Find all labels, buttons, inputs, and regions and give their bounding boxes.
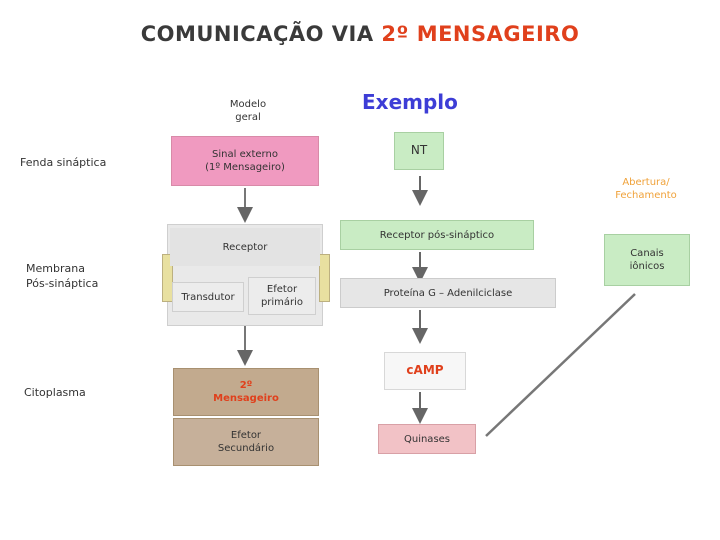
receptor-pos-box: Receptor pós-sináptico: [340, 220, 534, 250]
camp-label: cAMP: [406, 363, 444, 378]
notes-line2: Fechamento: [615, 190, 677, 201]
quinases-label: Quinases: [403, 433, 451, 445]
label-modelo-line1: Modelo: [229, 99, 267, 110]
label-membrana: Membrana Pós-sináptica: [26, 262, 98, 292]
nt-label: NT: [410, 143, 428, 158]
transdutor-label: Transdutor: [181, 291, 235, 303]
notes-label: Abertura/ Fechamento: [596, 176, 696, 202]
notes-line1: Abertura/: [622, 177, 670, 188]
transdutor-box: Transdutor: [172, 282, 244, 312]
line-quinases-canais: [485, 293, 636, 437]
label-fenda: Fenda sináptica: [20, 156, 107, 169]
label-modelo-geral: Modelo geral: [218, 98, 278, 124]
signal-line2: (1º Mensageiro): [205, 162, 285, 173]
page-title: COMUNICAÇÃO VIA 2º MENSAGEIRO: [0, 22, 720, 46]
label-membrana-line1: Membrana: [26, 262, 85, 275]
nt-box: NT: [394, 132, 444, 170]
label-citoplasma: Citoplasma: [24, 386, 86, 399]
second-messenger-box: 2º Mensageiro: [173, 368, 319, 416]
receptor-label: Receptor: [222, 241, 268, 253]
canais-box: Canais iônicos: [604, 234, 690, 286]
title-highlight: 2º MENSAGEIRO: [381, 22, 580, 46]
quinases-box: Quinases: [378, 424, 476, 454]
membrane-right-band: [319, 254, 330, 302]
title-prefix: COMUNICAÇÃO VIA: [140, 22, 382, 46]
efetor-primario-box: Efetor primário: [248, 277, 316, 315]
efetor2-line2: Secundário: [217, 443, 275, 454]
efetor-line1: Efetor: [266, 284, 298, 295]
receptor-box: Receptor: [170, 228, 320, 266]
proteina-label: Proteína G – Adenilciclase: [383, 287, 513, 299]
efetor-secundario-box: Efetor Secundário: [173, 418, 319, 466]
example-title: Exemplo: [362, 90, 458, 114]
membrane-left-band: [162, 254, 173, 302]
second-line1: 2º: [239, 380, 253, 391]
second-line2: Mensageiro: [213, 393, 279, 404]
receptor-pos-label: Receptor pós-sináptico: [379, 229, 495, 241]
efetor-line2: primário: [260, 297, 304, 308]
camp-box: cAMP: [384, 352, 466, 390]
proteina-box: Proteína G – Adenilciclase: [340, 278, 556, 308]
canais-line1: Canais: [630, 248, 664, 259]
efetor2-line1: Efetor: [230, 430, 262, 441]
canais-line2: iônicos: [629, 261, 665, 272]
signal-box: Sinal externo (1º Mensageiro): [171, 136, 319, 186]
signal-line1: Sinal externo: [212, 149, 278, 160]
label-membrana-line2: Pós-sináptica: [26, 276, 99, 290]
label-modelo-line2: geral: [235, 112, 261, 123]
